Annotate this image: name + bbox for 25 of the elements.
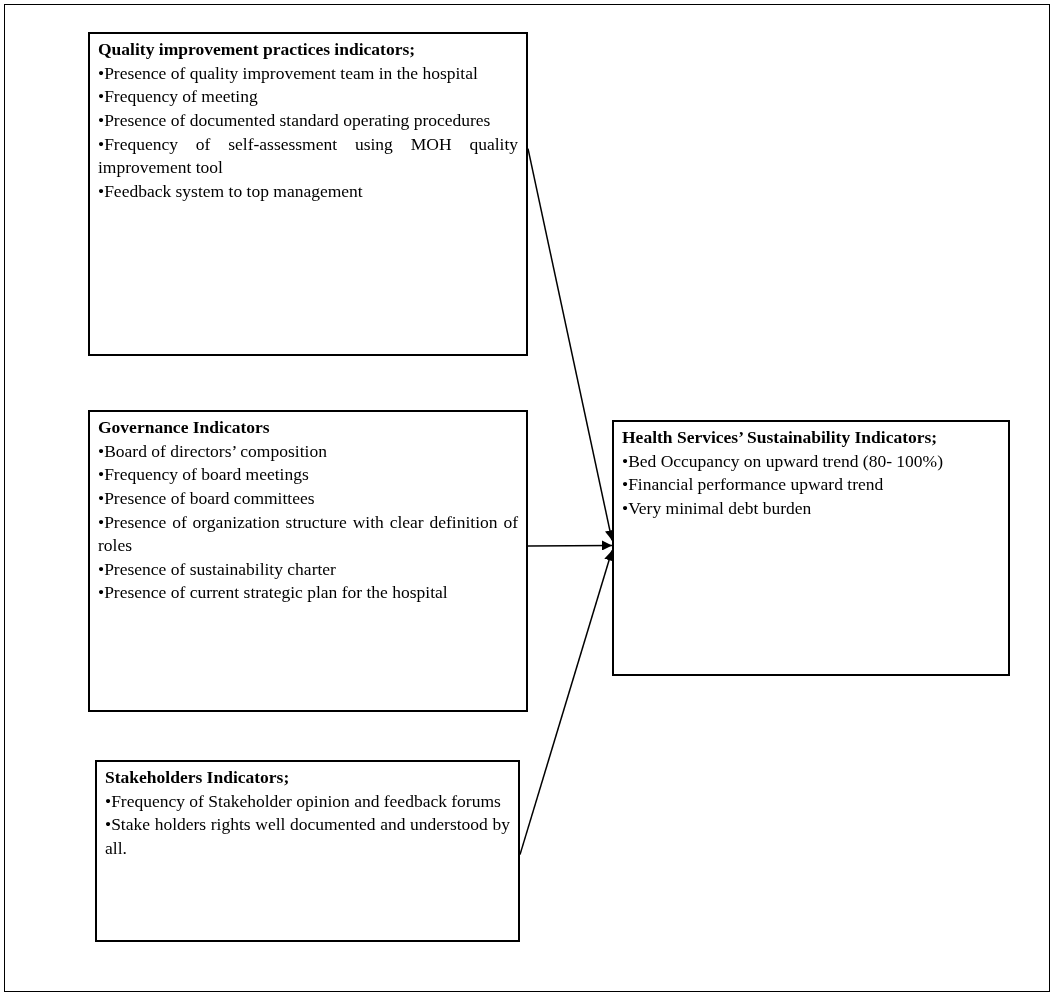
- indicator-box: [88, 410, 528, 712]
- bullet-item: •Board of directors’ composition: [98, 439, 328, 463]
- bullet-item: •Presence of board committees: [98, 486, 316, 510]
- box-heading: Health Services’ Sustainability Indicators;: [622, 426, 939, 449]
- bullet-item: •Presence of sustainability charter: [98, 557, 337, 581]
- bullet-item: •Frequency of meeting: [98, 85, 259, 109]
- bullet-item: •Frequency of Stakeholder opinion and feedback forums: [105, 789, 502, 813]
- bullet-item: •Frequency of self-assessment using MOH quality improvement tool: [98, 132, 518, 180]
- indicator-box: [95, 760, 520, 942]
- bullet-item: •Presence of quality improvement team in the hospital: [98, 61, 479, 85]
- bullet-item: •Presence of organization structure with clear definition of roles: [98, 510, 518, 558]
- box-heading: Stakeholders Indicators;: [105, 766, 291, 789]
- bullet-item: •Financial performance upward trend: [622, 473, 885, 497]
- bullet-item: •Feedback system to top management: [98, 179, 364, 203]
- bullet-item: •Bed Occupancy on upward trend (80- 100%): [622, 449, 945, 473]
- bullet-item: •Frequency of board meetings: [98, 463, 310, 487]
- bullet-item: •Very minimal debt burden: [622, 496, 813, 520]
- box-heading: Quality improvement practices indicators;: [98, 38, 417, 61]
- indicator-box: [88, 32, 528, 356]
- arrow: [527, 540, 613, 551]
- bullet-item: •Presence of documented standard operating procedures: [98, 108, 492, 132]
- bullet-item: •Stake holders rights well documented and understood by all.: [105, 813, 510, 860]
- box-heading: Governance Indicators: [98, 416, 271, 439]
- bullet-item: •Presence of current strategic plan for the hospital: [98, 581, 449, 605]
- indicator-box: [612, 420, 1010, 676]
